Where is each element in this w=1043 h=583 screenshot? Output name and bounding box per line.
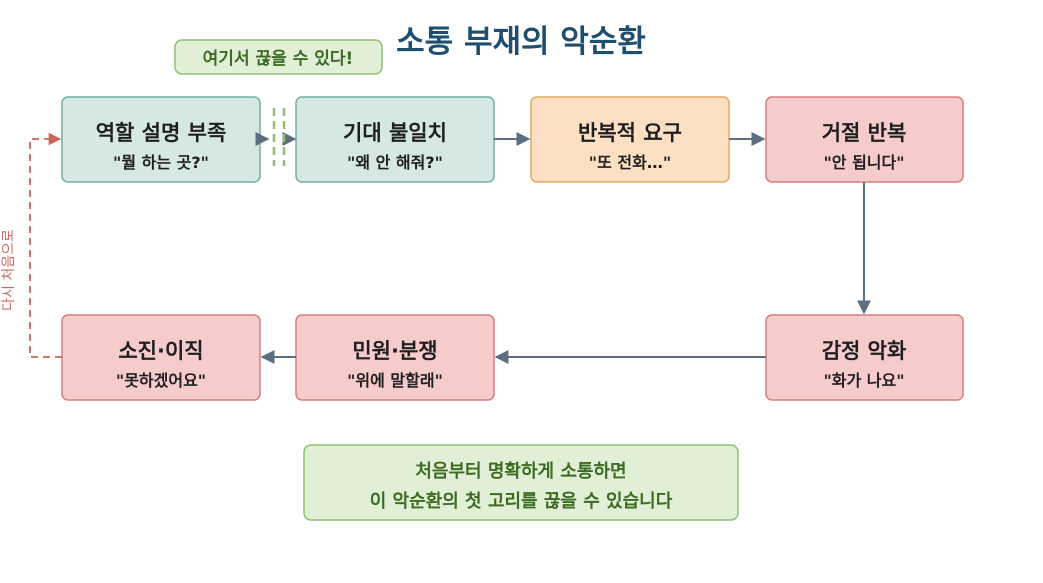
node-repeated-refusal: 거절 반복 "안 됩니다" — [765, 96, 964, 183]
node-subtitle: "안 됩니다" — [823, 153, 904, 172]
node-title: 감정 악화 — [822, 339, 907, 363]
node-title: 거절 반복 — [822, 121, 907, 145]
summary-note-line2: 이 악순환의 첫 고리를 끊을 수 있습니다 — [370, 490, 673, 512]
node-title: 반복적 요구 — [578, 121, 682, 145]
loop-back-arrow — [29, 132, 62, 358]
node-subtitle: "왜 안 해줘?" — [347, 153, 443, 172]
loop-label: 다시 처음으로 — [1, 229, 17, 311]
summary-note-box — [303, 444, 739, 521]
node-title: 민원·분쟁 — [352, 339, 437, 363]
summary-note-line1: 처음부터 명확하게 소통하면 — [415, 461, 626, 482]
callout-badge — [174, 39, 383, 75]
node-emotional-deterioration: 감정 악화 "화가 나요" — [765, 314, 964, 401]
cut-point-marker — [272, 108, 286, 166]
node-expectation-mismatch: 기대 불일치 "왜 안 해줘?" — [295, 96, 495, 183]
node-complaints-disputes: 민원·분쟁 "위에 말할래" — [295, 314, 495, 401]
node-role-explanation: 역할 설명 부족 "뭘 하는 곳?" — [61, 96, 261, 183]
node-title: 기대 불일치 — [343, 121, 447, 145]
node-subtitle: "화가 나요" — [823, 371, 904, 390]
node-subtitle: "위에 말할래" — [347, 371, 443, 390]
node-burnout-turnover: 소진·이직 "못하겠어요" — [61, 314, 261, 401]
diagram-title: 소통 부재의 악순환 — [396, 24, 646, 60]
node-subtitle: "뭘 하는 곳?" — [113, 153, 209, 172]
callout-text: 여기서 끊을 수 있다! — [203, 49, 354, 69]
node-title: 역할 설명 부족 — [96, 121, 227, 145]
node-subtitle: "또 전화…" — [589, 153, 671, 172]
node-title: 소진·이직 — [118, 339, 203, 363]
node-repeated-requests: 반복적 요구 "또 전화…" — [530, 96, 730, 183]
node-subtitle: "못하겠어요" — [116, 371, 206, 390]
